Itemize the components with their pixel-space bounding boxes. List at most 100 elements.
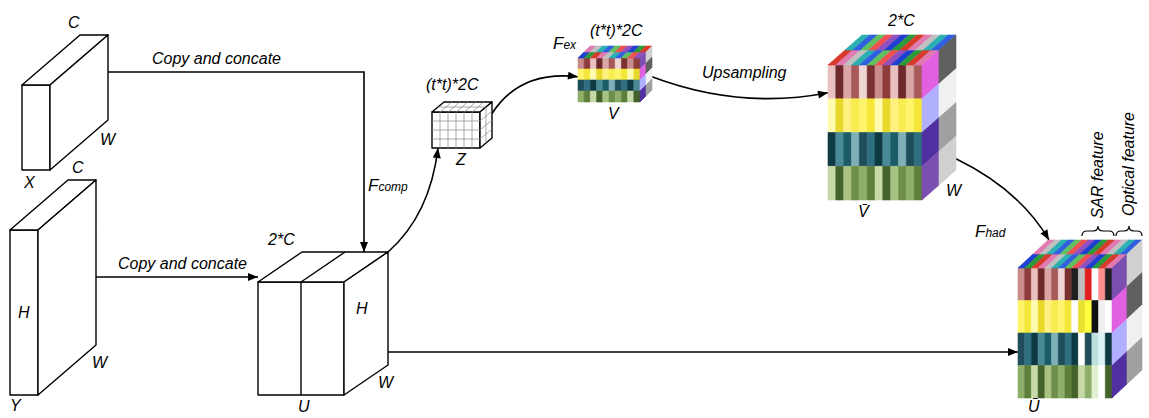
edge-label: Fex [553, 34, 576, 55]
feature-cell [1025, 301, 1032, 334]
connector-line [388, 148, 438, 252]
connector [388, 148, 441, 252]
feature-cell [578, 80, 584, 91]
feature-cell [621, 58, 627, 69]
feature-cell [1127, 338, 1142, 385]
feature-cell [852, 133, 860, 167]
feature-cell [1058, 301, 1065, 334]
feature-cell [1031, 333, 1038, 366]
feature-cell [891, 65, 899, 99]
feature-cell [1058, 268, 1065, 301]
feature-cell [1099, 301, 1106, 334]
feature-cell [1078, 301, 1085, 334]
feature-cell [1058, 366, 1065, 399]
feature-cell [1099, 366, 1106, 399]
feature-cell [1092, 301, 1099, 334]
feature-cell [1078, 366, 1085, 399]
feature-cell [844, 65, 852, 99]
feature-cell [899, 65, 907, 99]
feature-cell [844, 166, 852, 200]
tensor-cube [1018, 240, 1142, 398]
feature-cell [628, 80, 634, 91]
feature-cell [628, 58, 634, 69]
feature-cell [875, 99, 883, 133]
feature-cell [1045, 333, 1052, 366]
feature-cell [859, 99, 867, 133]
feature-cell [852, 99, 860, 133]
connector-line [492, 76, 578, 114]
feature-cell [1105, 301, 1112, 334]
feature-cell [590, 91, 596, 102]
feature-cell [1031, 366, 1038, 399]
feature-cell [906, 166, 914, 200]
tensor-block: CWX [22, 35, 108, 170]
tensor-cube [828, 35, 956, 200]
feature-cell [875, 166, 883, 200]
dimension-label: Z [456, 151, 466, 169]
feature-cell [584, 91, 590, 102]
grid-line [486, 107, 487, 143]
feature-cell [836, 166, 844, 200]
feature-cell [1099, 268, 1106, 301]
feature-label: SAR feature [1089, 131, 1107, 218]
feature-cell [836, 99, 844, 133]
feature-cell [836, 133, 844, 167]
edge-label: Upsampling [702, 64, 786, 82]
feature-cell [867, 65, 875, 99]
arrow-head [817, 91, 828, 99]
grid-line [438, 107, 486, 108]
feature-cell [828, 99, 836, 133]
feature-cell [603, 58, 609, 69]
dimension-label: W [100, 131, 115, 149]
arrow-head [1041, 229, 1050, 240]
feature-cell [597, 80, 603, 91]
dimension-label: (t*t)*2C [426, 76, 478, 94]
connector-line [108, 72, 364, 252]
feature-cell [1085, 301, 1092, 334]
feature-cell [875, 133, 883, 167]
cube-face [22, 85, 50, 170]
feature-cell [615, 58, 621, 69]
feature-label: Optical feature [1120, 112, 1138, 216]
dimension-label: U [298, 398, 310, 416]
feature-cell [1092, 268, 1099, 301]
feature-cell [1018, 268, 1025, 301]
feature-cell [914, 133, 922, 167]
dimension-label: C [72, 159, 84, 177]
feature-cell [1031, 268, 1038, 301]
feature-cell [1065, 333, 1072, 366]
feature-cell [634, 91, 640, 102]
feature-cell [1065, 366, 1072, 399]
dimension-label: V̄ [858, 203, 869, 221]
feature-cell [603, 91, 609, 102]
feature-cell [584, 69, 590, 80]
grid-line [432, 139, 480, 140]
feature-cell [621, 80, 627, 91]
dimension-label: V [608, 105, 619, 123]
feature-cell [939, 136, 956, 185]
feature-cell [899, 166, 907, 200]
dimension-label: W [378, 374, 393, 392]
cube-face [50, 35, 108, 170]
feature-cell [1065, 301, 1072, 334]
tensor-cube [22, 35, 108, 170]
feature-cell [1112, 352, 1127, 399]
feature-cell [597, 69, 603, 80]
feature-cell [603, 69, 609, 80]
cube-face [480, 102, 492, 148]
feature-cell [875, 65, 883, 99]
feature-cell [914, 99, 922, 133]
connector-line [96, 276, 258, 278]
feature-cell [1045, 366, 1052, 399]
feature-cell [914, 166, 922, 200]
feature-cell [584, 80, 590, 91]
grid-line [432, 130, 480, 131]
feature-cell [906, 65, 914, 99]
feature-cell [1052, 333, 1059, 366]
feature-cell [1065, 268, 1072, 301]
dimension-label: W [92, 354, 107, 372]
feature-cell [1052, 268, 1059, 301]
cube-face [344, 252, 388, 395]
tensor-block: CHWY [10, 180, 96, 395]
cube-face [10, 230, 38, 395]
